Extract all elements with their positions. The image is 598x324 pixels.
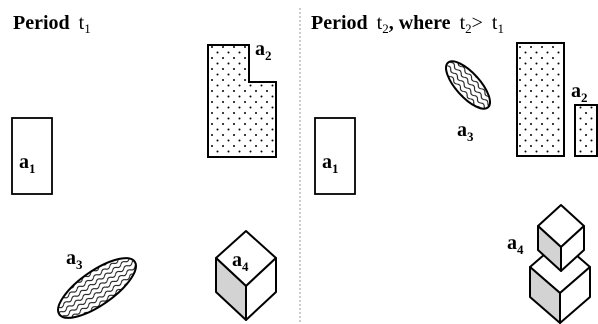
right-a2-tall-dotted-block <box>516 42 565 157</box>
left-a1-label: a1 <box>19 151 36 176</box>
right-a1-rectangle <box>314 117 356 195</box>
left-a1-rectangle <box>11 117 53 195</box>
left-a3-label: a3 <box>66 247 83 272</box>
right-a3-wavy-ellipse <box>445 60 491 110</box>
right-a2-label: a2 <box>571 80 588 105</box>
left-a2-dotted-block <box>207 44 277 158</box>
right-title: Period t2, where t2> t1 <box>311 12 504 36</box>
left-a3-wavy-ellipse <box>57 257 137 319</box>
left-a4-cube <box>215 230 277 321</box>
right-a3-label: a3 <box>457 119 474 144</box>
left-a4-label: a4 <box>232 249 249 274</box>
right-a2-short-dotted-block <box>574 104 598 157</box>
right-a1-label: a1 <box>322 151 339 176</box>
left-title: Period t1 <box>13 12 91 36</box>
right-a4-label: a4 <box>507 232 524 257</box>
left-a2-label: a2 <box>255 38 272 63</box>
right-a4-stacked-cubes <box>529 204 591 324</box>
